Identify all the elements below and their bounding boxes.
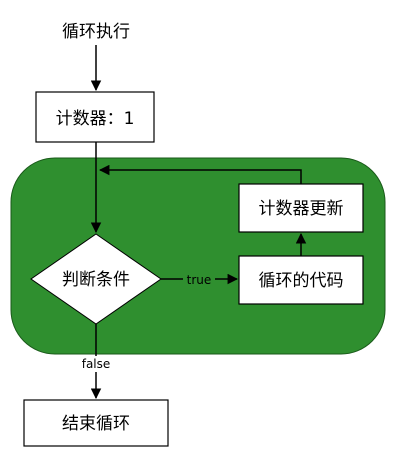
true-label-bg [183,271,215,287]
start-label: 循环执行 [62,22,130,42]
false-label-bg [76,356,116,372]
condition-label: 判断条件 [62,270,130,290]
end-label: 结束循环 [62,414,130,434]
counter-update-box [238,183,364,233]
false-label: false [82,357,111,371]
counter-init-label: 计数器：1 [56,109,135,129]
end-box [23,399,169,447]
counter-update-label: 计数器更新 [259,199,344,219]
true-label: true [187,273,212,287]
loop-body-box [238,255,364,305]
loop-body-label: 循环的代码 [259,271,344,291]
arrow-update-to-loop-back [98,164,302,184]
counter-init-box [35,91,155,143]
